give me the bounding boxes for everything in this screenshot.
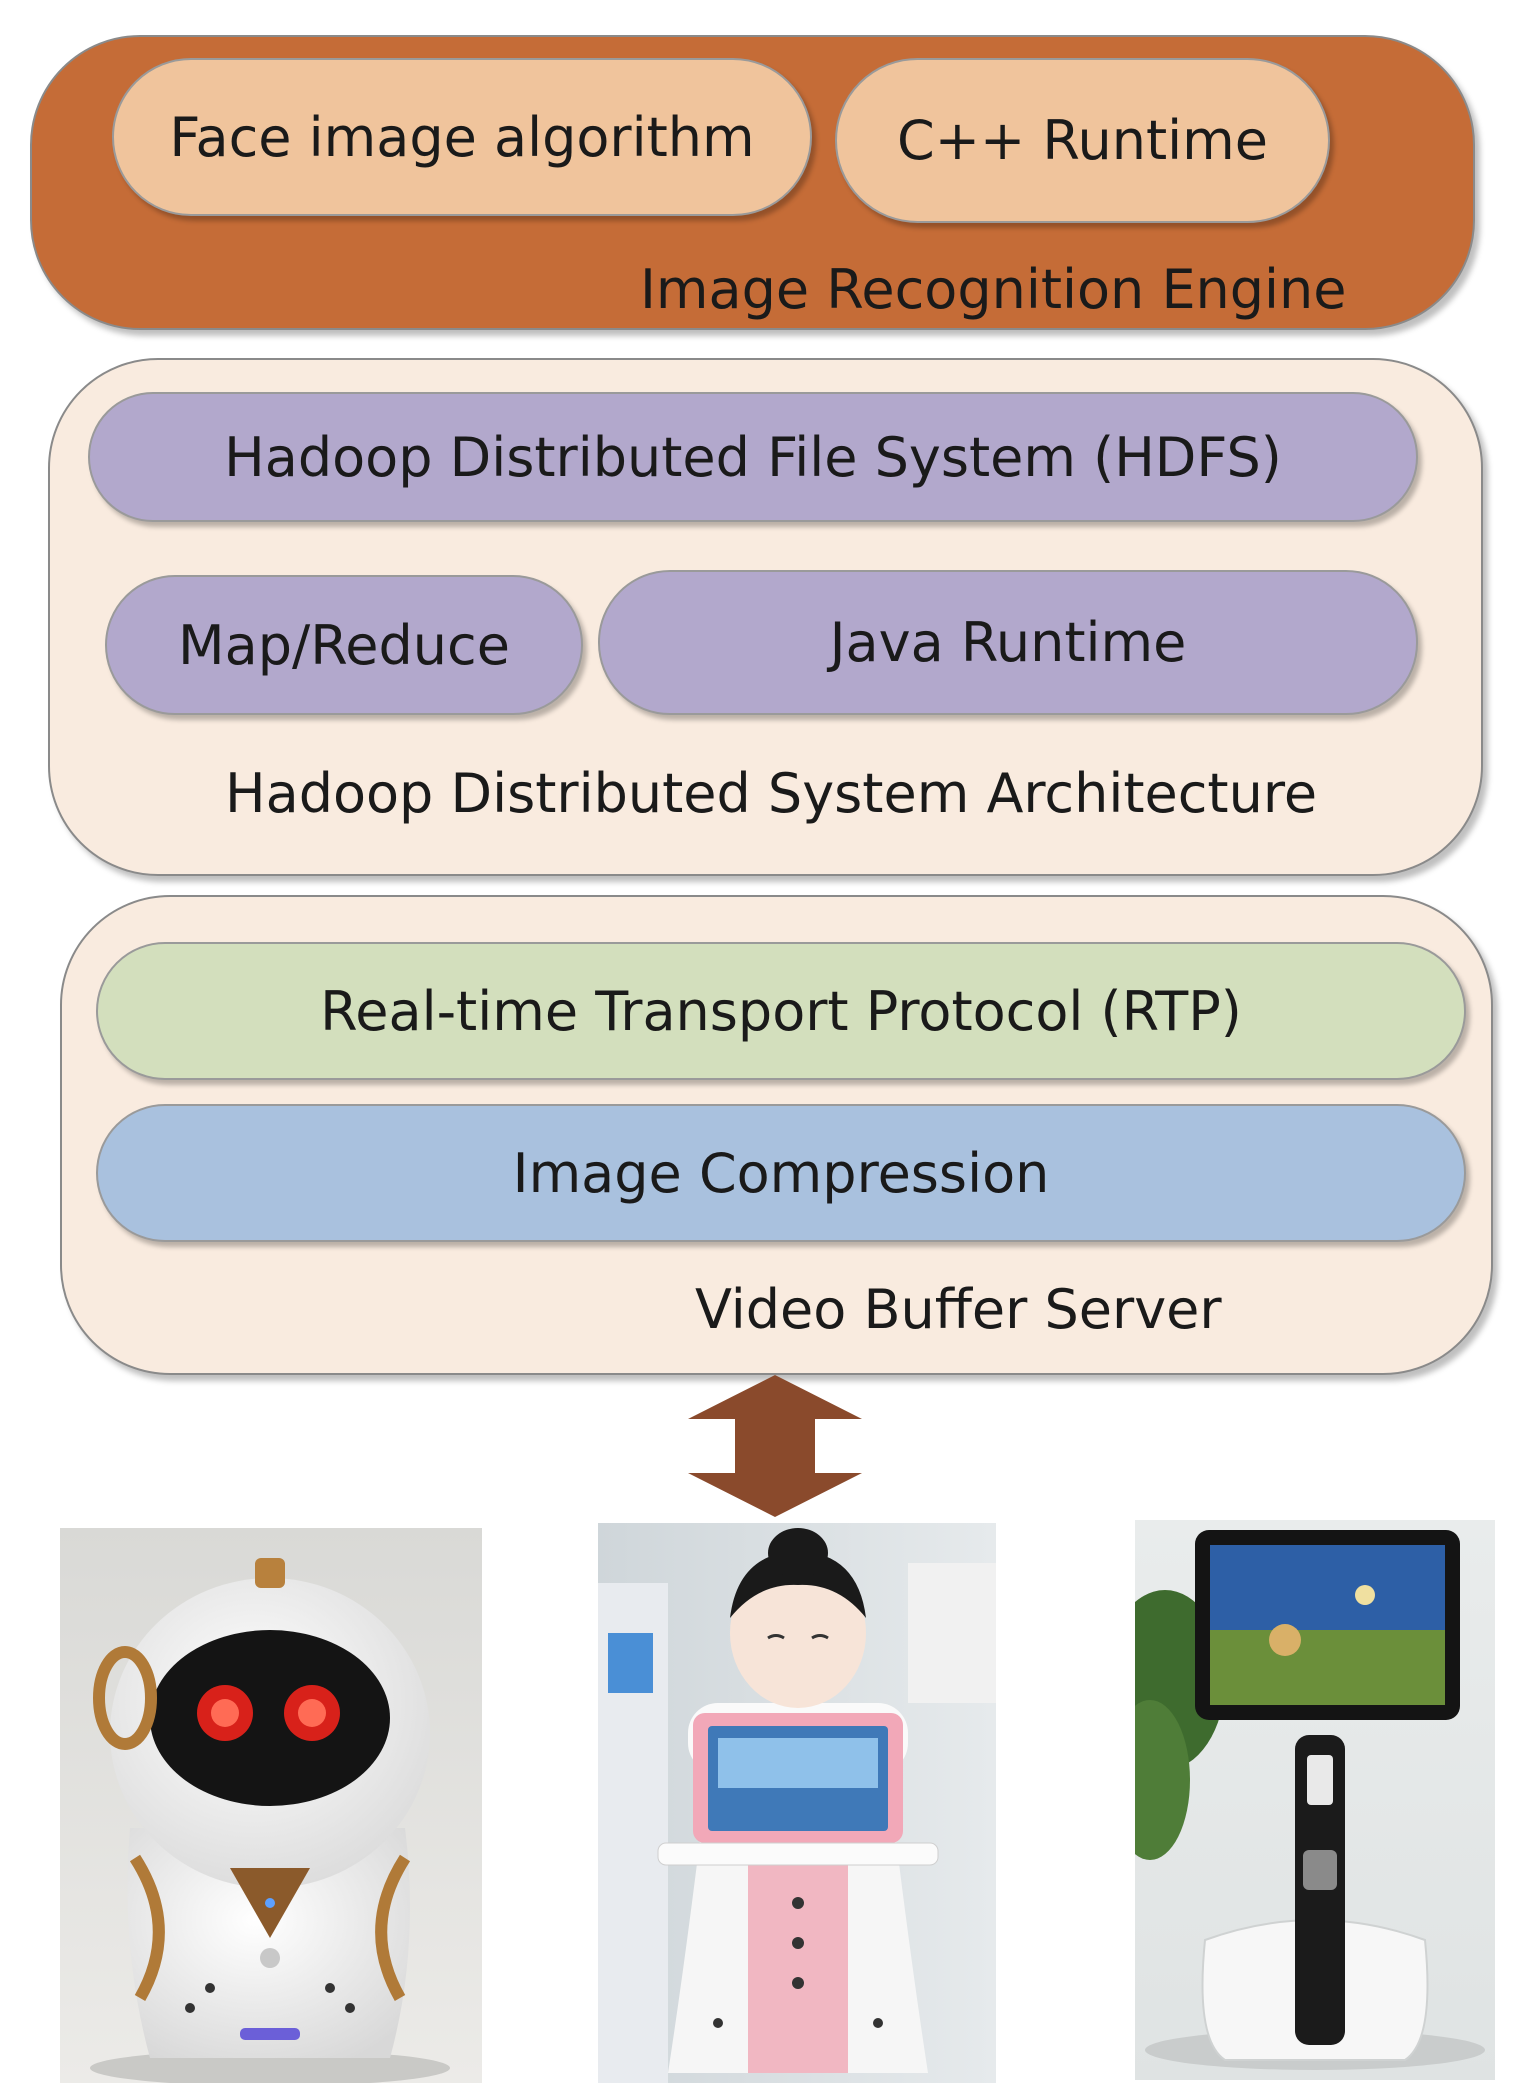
video-buffer-server-label: Video Buffer Server: [695, 1278, 1222, 1341]
rtp-label: Real-time Transport Protocol (RTP): [320, 979, 1242, 1043]
cpp-runtime-box: C++ Runtime: [835, 58, 1330, 223]
java-runtime-box: Java Runtime: [598, 570, 1418, 715]
bidirectional-arrow-icon: [688, 1375, 862, 1517]
java-runtime-label: Java Runtime: [829, 611, 1187, 674]
face-image-algorithm-label: Face image algorithm: [169, 105, 755, 169]
robot-photo-1: [60, 1528, 482, 2083]
face-image-algorithm-box: Face image algorithm: [112, 58, 812, 216]
hadoop-architecture-label: Hadoop Distributed System Architecture: [225, 762, 1318, 825]
image-compression-label: Image Compression: [512, 1141, 1050, 1205]
rtp-box: Real-time Transport Protocol (RTP): [96, 942, 1466, 1080]
hdfs-label: Hadoop Distributed File System (HDFS): [224, 425, 1282, 489]
robot-photo-2: [598, 1523, 996, 2083]
cpp-runtime-label: C++ Runtime: [897, 109, 1268, 172]
robot-photo-3: [1135, 1520, 1495, 2080]
image-compression-box: Image Compression: [96, 1104, 1466, 1242]
map-reduce-label: Map/Reduce: [178, 613, 510, 677]
map-reduce-box: Map/Reduce: [105, 575, 583, 715]
hdfs-box: Hadoop Distributed File System (HDFS): [88, 392, 1418, 522]
image-recognition-engine-label: Image Recognition Engine: [640, 258, 1347, 321]
